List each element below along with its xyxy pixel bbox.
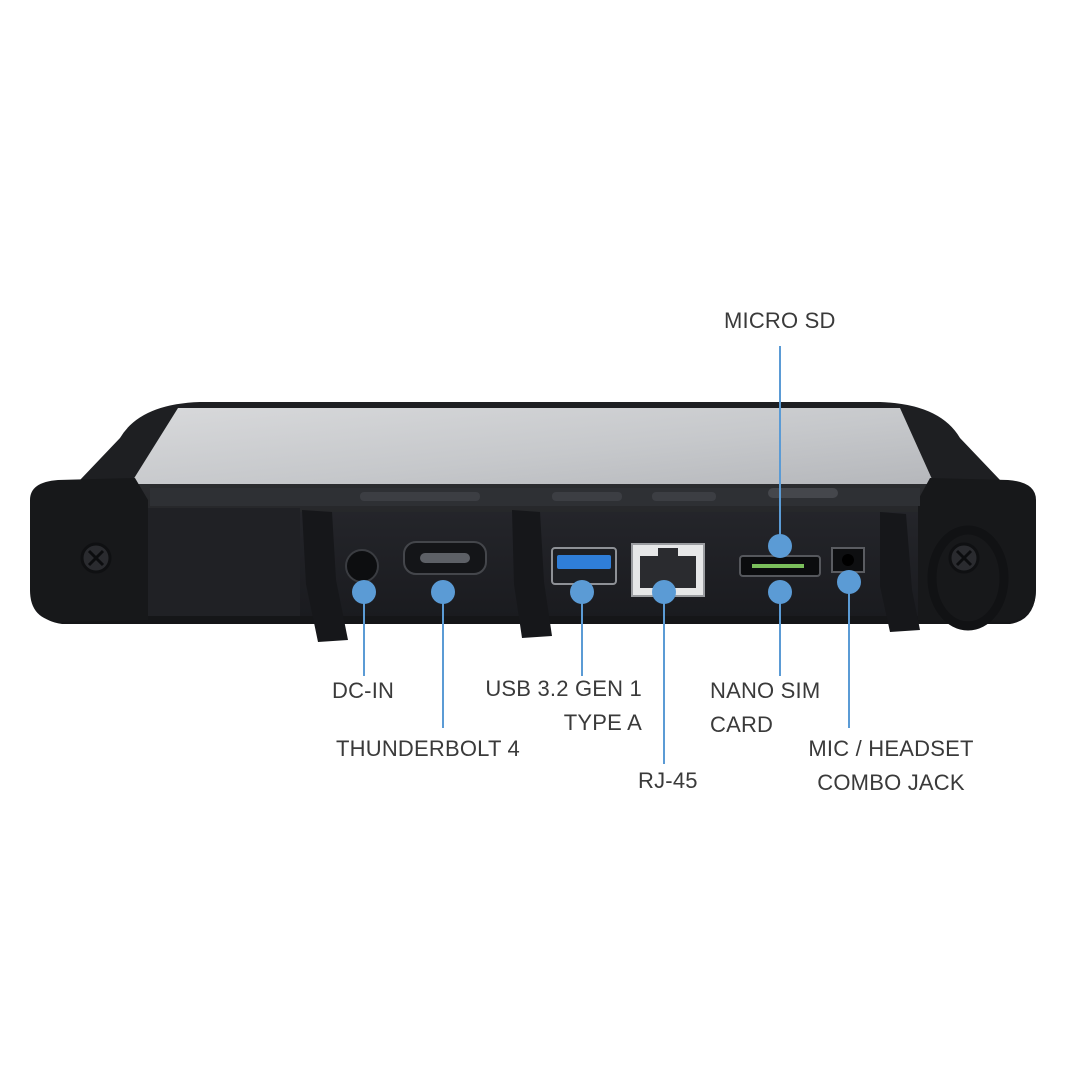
rj45-label: RJ-45 (638, 768, 698, 793)
dc-in-port (345, 549, 379, 583)
usb-label-line2: TYPE A (563, 710, 642, 735)
nano-sim-marker (768, 580, 792, 604)
nano-sim-label: NANO SIM CARD (710, 674, 820, 742)
micro-sd-marker (768, 534, 792, 558)
button-strip (150, 488, 920, 506)
mic-headset-label: MIC / HEADSET COMBO JACK (804, 732, 978, 800)
usb-label: USB 3.2 GEN 1 TYPE A (478, 672, 642, 740)
thunderbolt-marker (431, 580, 455, 604)
micro-sd-label: MICRO SD (724, 308, 836, 333)
dc-in-marker (352, 580, 376, 604)
usb-marker (570, 580, 594, 604)
mic-headset-marker (837, 570, 861, 594)
usb-label-line1: USB 3.2 GEN 1 (485, 676, 642, 701)
nano-sim-label-line1: NANO SIM (710, 678, 821, 703)
rj45-marker (652, 580, 676, 604)
tether-ring-icon (927, 525, 1009, 631)
thunderbolt-label: THUNDERBOLT 4 (336, 736, 520, 761)
callout-markers (352, 534, 861, 604)
mic-label-line2: COMBO JACK (817, 770, 965, 795)
mic-label-line1: MIC / HEADSET (808, 736, 974, 761)
port-flap (512, 510, 552, 638)
dc-in-label: DC-IN (332, 678, 395, 703)
tablet-screen (128, 408, 936, 488)
callout-lines (363, 346, 850, 764)
port-flap (302, 510, 348, 642)
port-flap (880, 512, 920, 632)
nano-sim-label-line2: CARD (710, 712, 774, 737)
